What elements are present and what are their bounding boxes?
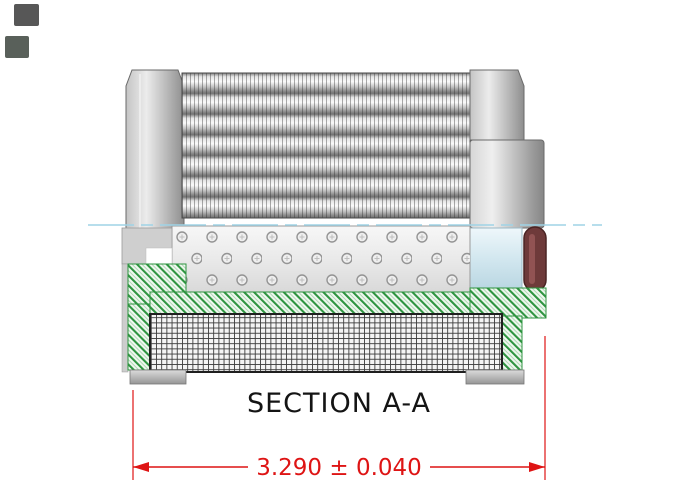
oring-highlight [529,234,535,284]
right-end-cap [469,69,525,141]
hatch-left-strip [127,303,151,371]
right-fitting-sleeve [469,227,523,291]
arrowhead-right [529,462,545,472]
section-hatch-regions [127,263,547,371]
wire-mesh-screen [149,313,503,373]
right-foot [465,369,525,385]
right-end-fitting [469,139,547,292]
right-fitting-cylinder [469,139,545,229]
mounting-feet [129,369,525,385]
arrowhead-left [133,462,149,472]
left-lower-cap [121,227,173,373]
pleated-filter-media [181,72,471,219]
dimension-annotation: 3.290 ± 0.040 [132,336,546,481]
left-shell-edge [121,263,129,373]
hatch-bottom-band [149,291,523,317]
capture-artifacts [5,4,39,58]
section-title: SECTION A-A [247,388,431,419]
left-end-cap [125,69,185,233]
filter-assembly-top [125,69,525,233]
dimension-text: 3.290 ± 0.040 [256,455,422,481]
ui-artifact-square [5,36,29,58]
ui-artifact-square [14,4,39,26]
hatch-right-strip [499,315,523,371]
left-foot [129,369,187,385]
left-step-notch [145,247,173,265]
